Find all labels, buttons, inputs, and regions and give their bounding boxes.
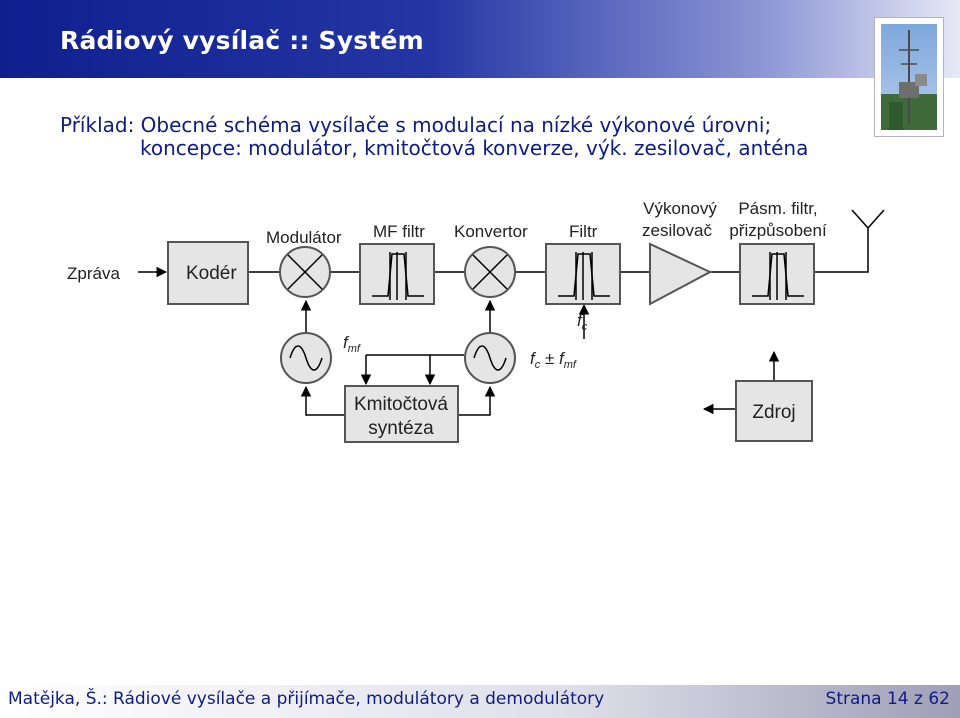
footer-bar: Matějka, Š.: Rádiové vysílače a přijímač… — [0, 685, 960, 718]
bandpass-icon — [372, 252, 424, 300]
amplifier-label-2: zesilovač — [642, 221, 712, 240]
power-supply-block — [735, 380, 813, 442]
wire-to-antenna — [814, 228, 869, 273]
synth-label-2: syntéza — [368, 418, 434, 439]
sine-wave-icon-2 — [473, 345, 507, 371]
bandpass-icon-3 — [752, 252, 804, 300]
synth-to-osc1 — [300, 385, 345, 416]
footer-page-number: Strana 14 z 62 — [825, 689, 950, 709]
synthesizer-block — [344, 385, 459, 443]
converter-label: Konvertor — [454, 222, 528, 241]
intro-line-2: koncepce: modulátor, kmitočtová konverze… — [140, 136, 809, 160]
synth-to-osc2 — [458, 385, 496, 416]
synth-label-1: Kmitočtová — [354, 394, 448, 415]
if-filter-label: MF filtr — [373, 222, 425, 241]
f-sum-label: fc ± fmf — [530, 349, 577, 371]
antenna-photo — [874, 17, 944, 137]
header-bar: Rádiový vysílač :: Systém — [0, 0, 960, 78]
antenna-icon — [851, 209, 885, 230]
amplifier-block — [649, 242, 713, 306]
power-supply-label: Zdroj — [752, 402, 795, 423]
band-filter-label-2: přizpůsobení — [729, 221, 827, 240]
amplifier-label-1: Výkonový — [643, 199, 717, 218]
sine-wave-icon — [289, 345, 323, 371]
footer-author: Matějka, Š.: Rádiové vysílače a přijímač… — [8, 689, 605, 709]
input-label: Zpráva — [67, 264, 120, 283]
f-c-label: fc — [577, 311, 588, 333]
modulator-label: Modulátor — [266, 228, 342, 247]
bandpass-icon-2 — [558, 252, 610, 300]
antenna-photo-image — [881, 24, 937, 130]
page-title: Rádiový vysílač :: Systém — [60, 26, 424, 55]
coder-label: Kodér — [186, 263, 237, 284]
intro-line-1: Příklad: Obecné schéma vysílače s modula… — [60, 113, 772, 137]
coder-block — [167, 241, 249, 305]
band-filter-label-1: Pásm. filtr, — [738, 199, 817, 218]
filter-label: Filtr — [569, 222, 598, 241]
f-mf-label: fmf — [343, 333, 361, 355]
